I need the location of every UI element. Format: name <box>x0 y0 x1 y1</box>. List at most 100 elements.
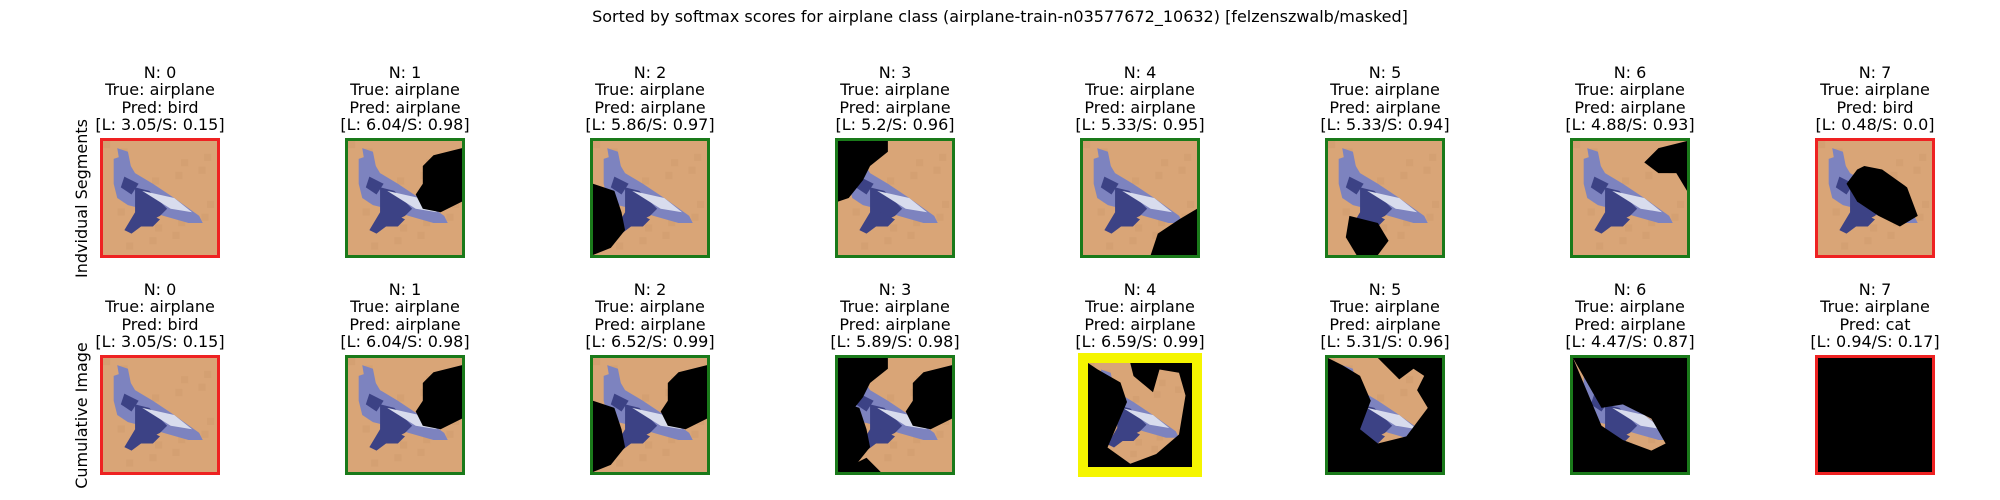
sand-texture <box>939 153 947 161</box>
airplane-highlight <box>877 190 928 213</box>
caption-scores: [L: 6.52/S: 0.99] <box>585 331 715 351</box>
sand-texture <box>103 358 111 366</box>
sand-texture <box>1130 450 1137 458</box>
sand-texture <box>1397 231 1405 239</box>
sand-texture <box>348 358 356 366</box>
airplane-engine <box>120 393 139 412</box>
sand-texture <box>884 237 892 245</box>
tile-image <box>593 358 707 472</box>
caption-pred-label: Pred: airplane <box>349 97 461 117</box>
sand-texture <box>1151 445 1158 453</box>
airplane-highlight <box>1367 190 1418 213</box>
sand-texture <box>1328 141 1336 149</box>
sand-texture <box>697 200 705 208</box>
sand-texture <box>1426 213 1434 221</box>
mask-region <box>1088 363 1192 467</box>
sand-texture <box>152 394 160 402</box>
segment-tile <box>590 355 710 475</box>
caption-pred-label: Pred: bird <box>1836 97 1914 117</box>
airplane-gear <box>1120 428 1140 441</box>
sand-texture <box>668 436 676 444</box>
caption-index: N: 1 <box>388 63 422 82</box>
airplane-highlight <box>1122 190 1173 213</box>
caption-index: N: 0 <box>143 280 177 299</box>
sand-texture <box>175 171 183 180</box>
sand-texture <box>1573 141 1581 149</box>
airplane-tail <box>1342 148 1357 170</box>
sand-texture <box>616 242 624 250</box>
segment-tile <box>1815 138 1935 258</box>
caption-true-label: True: airplane <box>1085 297 1195 317</box>
sand-texture <box>671 159 679 167</box>
caption-pred-label: Pred: airplane <box>1574 97 1686 117</box>
airplane-gear <box>1118 212 1140 227</box>
caption-pred-label: Pred: bird <box>121 97 199 117</box>
tile-image <box>103 358 217 472</box>
sand-texture <box>126 242 134 250</box>
caption-true-label: True: airplane <box>105 80 215 100</box>
airplane-engine <box>365 176 384 195</box>
tile-image <box>1573 358 1687 472</box>
sand-texture <box>1406 159 1414 167</box>
sand-texture <box>884 454 892 462</box>
airplane-engine <box>120 176 139 195</box>
sand-texture <box>1919 153 1927 161</box>
airplane-tail <box>607 365 622 387</box>
sand-texture <box>1097 208 1105 216</box>
sand-texture <box>1159 379 1166 387</box>
airplane-engine <box>1345 176 1364 195</box>
sand-texture <box>645 224 653 232</box>
figure-title: Sorted by softmax scores for airplane cl… <box>592 7 1408 26</box>
caption-true-label: True: airplane <box>1820 80 1930 100</box>
sand-texture <box>1887 231 1895 239</box>
sand-texture <box>1841 242 1849 250</box>
sand-texture <box>394 454 402 462</box>
sand-texture <box>861 242 869 250</box>
sand-texture <box>1429 153 1437 161</box>
tile-image <box>1083 141 1197 255</box>
sand-texture <box>1916 213 1924 221</box>
sand-texture <box>103 141 111 149</box>
sand-texture <box>1155 171 1163 180</box>
sand-texture <box>155 224 163 232</box>
caption-index: N: 0 <box>143 63 177 82</box>
sand-texture <box>1913 166 1921 174</box>
sand-texture <box>913 436 921 444</box>
sand-texture <box>616 459 624 467</box>
mask-region <box>1328 358 1442 472</box>
caption-true-label: True: airplane <box>840 297 950 317</box>
caption-scores: [L: 5.2/S: 0.96] <box>835 114 955 134</box>
sand-texture <box>1400 171 1408 180</box>
sand-texture <box>371 459 379 467</box>
segment-tile <box>835 138 955 258</box>
sand-texture <box>887 177 895 185</box>
caption-pred-label: Pred: cat <box>1839 314 1911 334</box>
sand-texture <box>642 177 650 185</box>
sand-texture <box>1864 237 1872 245</box>
sand-texture <box>181 159 189 167</box>
sand-texture <box>1175 386 1182 393</box>
sand-texture <box>1677 200 1685 208</box>
sand-texture <box>1377 394 1385 402</box>
sand-texture <box>1153 391 1161 398</box>
tile-image <box>838 141 952 255</box>
caption-scores: [L: 5.33/S: 0.94] <box>1320 114 1450 134</box>
tile-image <box>1573 141 1687 255</box>
airplane-engine <box>365 393 384 412</box>
sand-texture <box>1158 219 1166 227</box>
sand-texture <box>1406 376 1414 384</box>
caption-true-label: True: airplane <box>1330 80 1440 100</box>
sand-texture <box>691 430 699 438</box>
airplane-gear <box>383 212 405 227</box>
sand-texture <box>400 224 408 232</box>
sand-texture <box>1596 242 1604 250</box>
mask-region <box>905 365 952 430</box>
mask-region <box>593 400 626 472</box>
mask-region <box>1644 141 1687 191</box>
sand-texture <box>397 394 405 402</box>
